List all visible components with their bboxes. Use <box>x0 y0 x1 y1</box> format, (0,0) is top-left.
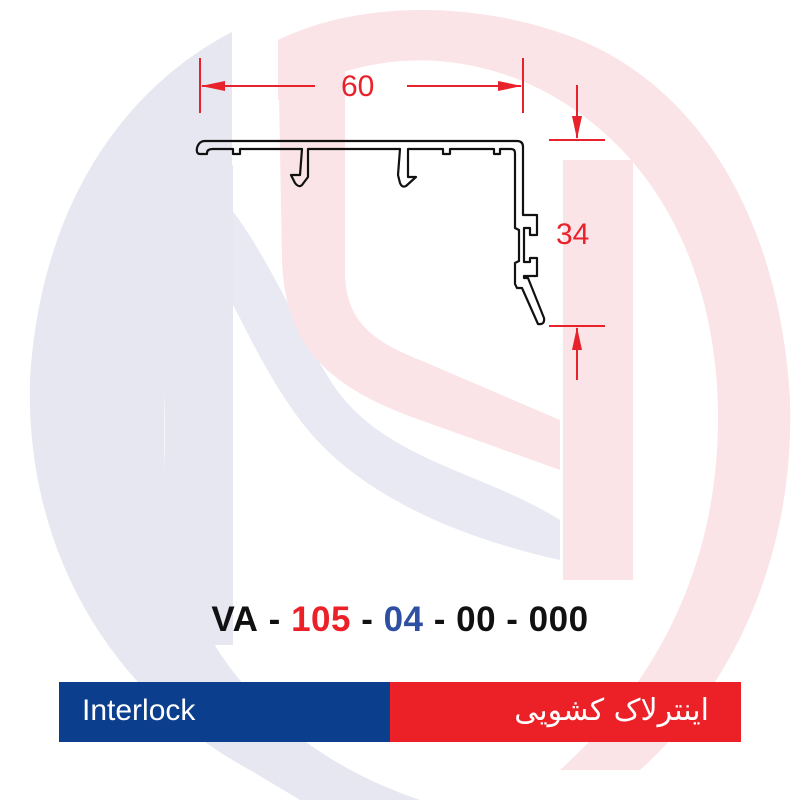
english-name-panel: Interlock <box>59 682 390 742</box>
width-dimension <box>199 58 524 113</box>
height-dimension-label: 34 <box>556 218 590 251</box>
persian-product-name: اینترلاک کشویی <box>514 693 709 728</box>
persian-name-panel: اینترلاک کشویی <box>390 682 741 742</box>
code-group: 04 <box>383 600 424 639</box>
width-dimension-label: 60 <box>341 70 375 103</box>
code-separator: - <box>496 600 529 639</box>
code-separator: - <box>423 600 457 639</box>
code-part1: 00 <box>456 600 497 639</box>
code-prefix: VA <box>211 600 259 639</box>
code-part2: 000 <box>528 600 589 639</box>
product-name-banner: Interlock اینترلاک کشویی <box>59 682 741 742</box>
english-product-name: Interlock <box>82 694 196 727</box>
code-series: 105 <box>291 600 351 639</box>
code-separator: - <box>258 600 292 639</box>
aluminum-profile-section-icon <box>195 139 546 326</box>
code-separator: - <box>350 600 384 639</box>
product-code: VA - 105 - 04 - 00 - 000 <box>0 602 800 637</box>
height-dimension <box>549 85 605 380</box>
